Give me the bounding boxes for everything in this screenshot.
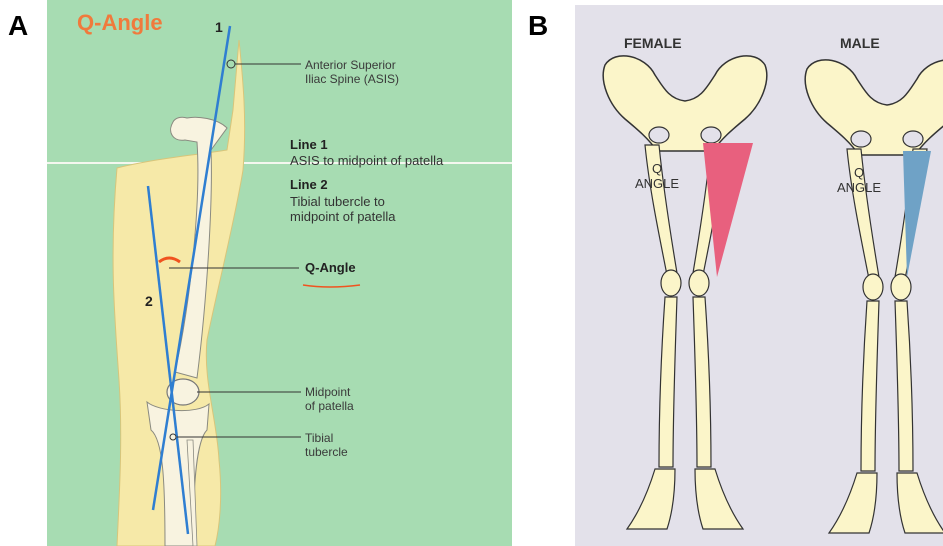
male-label: MALE [840, 35, 880, 51]
male-skeleton [805, 60, 943, 533]
line2-heading: Line 2 [290, 178, 328, 192]
line1-heading: Line 1 [290, 138, 328, 152]
female-male-q-angle-diagram: FEMALE MALE Q ANGLE Q ANGLE [575, 5, 943, 546]
female-q-angle-wedge [703, 143, 753, 277]
line2-description: Tibial tubercle to midpoint of patella [290, 194, 396, 224]
qangle-underline [303, 285, 360, 287]
knee-illustration [47, 0, 512, 546]
tubercle-label: Tibial tubercle [305, 431, 348, 459]
line2-number: 2 [145, 294, 153, 308]
female-q-angle-label: Q ANGLE [635, 161, 679, 191]
line1-description: ASIS to midpoint of patella [290, 153, 443, 168]
line1-number: 1 [215, 20, 223, 34]
panel-label-b: B [528, 10, 548, 42]
qangle-label: Q-Angle [305, 261, 356, 275]
midpoint-label: Midpoint of patella [305, 385, 354, 413]
asis-label: Anterior Superior Iliac Spine (ASIS) [305, 58, 399, 86]
male-q-angle-wedge [903, 151, 931, 277]
female-label: FEMALE [624, 35, 682, 51]
q-angle-knee-diagram: Q-Angle 1 2 Anterior Superior Iliac Spin… [47, 0, 512, 546]
female-skeleton [603, 56, 767, 529]
male-q-angle-label: Q ANGLE [837, 165, 881, 195]
panel-label-a: A [8, 10, 28, 42]
skeleton-illustration [575, 5, 943, 546]
figure-title: Q-Angle [77, 10, 163, 36]
asis-marker [227, 60, 235, 68]
